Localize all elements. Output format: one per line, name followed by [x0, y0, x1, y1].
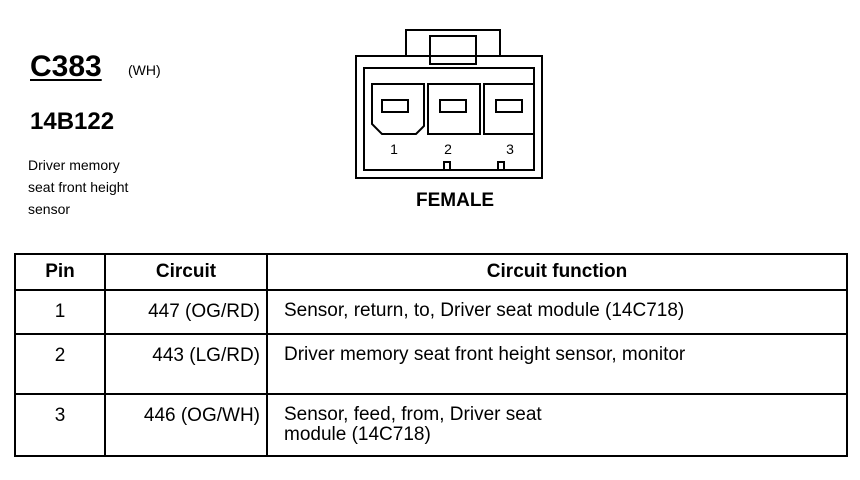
function-line: Sensor, feed, from, Driver seat [284, 404, 542, 425]
cell-function: Sensor, return, to, Driver seat module (… [266, 289, 848, 335]
header-circuit-function: Circuit function [266, 253, 848, 291]
connector-color-code: (WH) [128, 62, 161, 78]
connector-latch-tab [429, 35, 477, 65]
cell-circuit: 446 (OG/WH) [104, 393, 268, 457]
pin-cavity-1 [371, 83, 425, 135]
cell-pin: 2 [14, 333, 106, 395]
table-row: 2 443 (LG/RD) Driver memory seat front h… [14, 333, 848, 395]
pin-label-1: 1 [390, 141, 398, 157]
pin-terminal-3 [495, 99, 523, 113]
connector-face-diagram: 1 2 3 [355, 29, 543, 179]
pin-label-3: 3 [506, 141, 514, 157]
description-line: seat front height [28, 179, 129, 195]
cell-circuit: 443 (LG/RD) [104, 333, 268, 395]
pin-terminal-1 [381, 99, 409, 113]
description-line: sensor [28, 201, 71, 217]
cell-pin: 3 [14, 393, 106, 457]
pin-cavity-3 [483, 83, 535, 135]
table-header-row: Pin Circuit Circuit function [14, 253, 848, 291]
table-row: 1 447 (OG/RD) Sensor, return, to, Driver… [14, 289, 848, 335]
cell-pin: 1 [14, 289, 106, 335]
description-line: Driver memory [28, 157, 120, 173]
connector-key-notch [497, 161, 505, 170]
connector-description: Driver memory seat front height sensor [28, 154, 188, 220]
function-line: Sensor, return, to, Driver seat module (… [284, 300, 685, 321]
function-line: Driver memory seat front height sensor, … [284, 344, 686, 365]
pin-label-2: 2 [444, 141, 452, 157]
connector-latch [405, 29, 501, 56]
function-line: module (14C718) [284, 424, 431, 445]
connector-outer-housing [355, 55, 543, 179]
connector-gender-label: FEMALE [416, 190, 495, 211]
cell-circuit: 447 (OG/RD) [104, 289, 268, 335]
connector-key-notch [443, 161, 451, 170]
pin-cavity-2 [427, 83, 481, 135]
cell-function: Driver memory seat front height sensor, … [266, 333, 848, 395]
pin-terminal-2 [439, 99, 467, 113]
connector-id: C383 [30, 50, 102, 83]
connector-part-number: 14B122 [30, 108, 115, 135]
cell-function: Sensor, feed, from, Driver seat module (… [266, 393, 848, 457]
table-row: 3 446 (OG/WH) Sensor, feed, from, Driver… [14, 393, 848, 457]
header-circuit: Circuit [104, 253, 268, 291]
pinout-table: Pin Circuit Circuit function 1 447 (OG/R… [14, 253, 848, 457]
header-pin: Pin [14, 253, 106, 291]
